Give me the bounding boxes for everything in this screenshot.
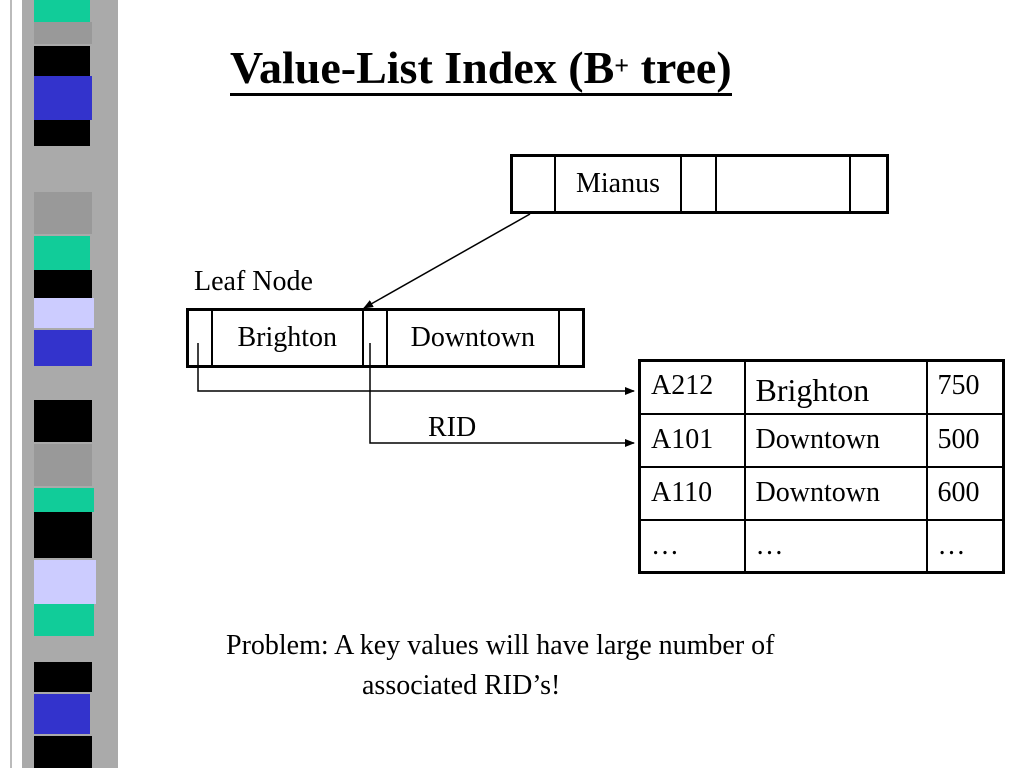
table-cell: 600	[925, 465, 1005, 521]
key-cell-downtown: Downtown	[388, 311, 561, 365]
title-end: tree)	[629, 42, 732, 93]
table-cell: Brighton	[743, 359, 928, 415]
table-row: A212 Brighton 750	[638, 359, 1005, 415]
stripe-blocks	[34, 0, 96, 768]
rid-label: RID	[428, 412, 477, 443]
table-row: A110 Downtown 600	[638, 465, 1005, 521]
problem-statement: Problem: A key values will have large nu…	[226, 626, 774, 706]
table-cell: A212	[638, 359, 746, 415]
title-main: Value-List Index (B	[230, 42, 615, 93]
title-superscript: +	[614, 51, 630, 80]
table-cell: …	[638, 518, 746, 574]
key-cell-brighton: Brighton	[213, 311, 364, 365]
pointer-cell	[189, 311, 213, 365]
table-row: A101 Downtown 500	[638, 412, 1005, 468]
key-cell-empty	[717, 157, 851, 211]
key-cell-mianus: Mianus	[556, 157, 682, 211]
key-brighton: Brighton	[237, 322, 338, 353]
key-downtown: Downtown	[410, 322, 536, 353]
table-cell: …	[743, 518, 928, 574]
problem-line-1: Problem: A key values will have large nu…	[226, 630, 775, 661]
pointer-cell	[560, 311, 582, 365]
leaf-node: Brighton Downtown	[186, 308, 585, 368]
key-mianus: Mianus	[576, 168, 660, 199]
table-cell: 750	[925, 359, 1005, 415]
pointer-cell	[513, 157, 556, 211]
table-cell: A101	[638, 412, 746, 468]
internal-node: Mianus	[510, 154, 889, 214]
pointer-arrow-internal-to-leaf	[363, 213, 531, 309]
slide-title: Value-List Index (B+ tree)	[230, 40, 830, 96]
table-row: … … …	[638, 518, 1005, 574]
table-cell: …	[925, 518, 1005, 574]
table-cell: Downtown	[743, 412, 928, 468]
pointer-cell	[851, 157, 886, 211]
pointer-cell	[364, 311, 388, 365]
pointer-cell	[682, 157, 717, 211]
table-cell: A110	[638, 465, 746, 521]
leaf-node-label: Leaf Node	[194, 266, 313, 297]
problem-line-2: associated RID’s!	[362, 670, 561, 701]
table-cell: 500	[925, 412, 1005, 468]
table-cell: Downtown	[743, 465, 928, 521]
decorative-stripe	[0, 0, 140, 768]
relation-table: A212 Brighton 750 A101 Downtown 500 A110…	[638, 359, 1005, 574]
